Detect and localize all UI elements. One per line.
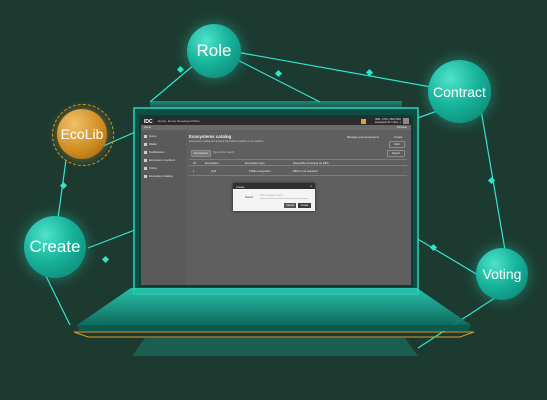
sidebar: Home Wallet Notifications Ecosystem memb… (141, 130, 186, 285)
app-topbar: IDC Home Demo Developer Online 0054...27… (141, 117, 411, 125)
ecolib-ring (52, 104, 114, 166)
role-node[interactable]: Role (187, 24, 241, 78)
breadcrumb-package[interactable]: Package (396, 126, 407, 129)
sidebar-item-catalog[interactable]: Ecosystem catalog (144, 174, 172, 178)
manage-ecosystems-link[interactable]: Manage your ecosystems (347, 135, 379, 139)
col-header-id: ID (193, 161, 196, 165)
sidebar-item-label: Home (149, 134, 157, 138)
role-label: Role (196, 41, 232, 60)
bell-icon (144, 150, 147, 154)
create-button[interactable]: Create (298, 203, 311, 208)
sidebar-item-voting[interactable]: Voting (144, 166, 157, 170)
laptop-base (77, 288, 471, 325)
sidebar-item-notifications[interactable]: Notifications (144, 150, 164, 154)
menu-item-developer[interactable]: Developer (177, 119, 191, 123)
sidebar-item-wallet[interactable]: Wallet (144, 142, 157, 146)
modal-title: Create (236, 184, 245, 189)
cell-type: Public ecosystem (249, 169, 271, 173)
account-line2: Ecosystem ID: 1 (Eco...) (375, 121, 401, 124)
avatar[interactable] (403, 118, 409, 124)
base-outline (73, 331, 475, 338)
sidebar-item-home[interactable]: Home (144, 134, 156, 138)
menu-item-demo[interactable]: Demo (168, 119, 177, 123)
page-subtitle: Ecosystems catalog with detailed informa… (189, 140, 264, 143)
create-modal: Create × Name* The ecosystem name Cancel… (233, 183, 315, 211)
sidebar-item-label: Wallet (149, 142, 157, 146)
notification-badge[interactable] (361, 118, 366, 124)
voting-node[interactable]: Voting (476, 248, 528, 300)
ecolib-label: EcoLib (60, 126, 104, 142)
app-logo: IDC (144, 119, 153, 125)
col-header-type: Ecosystem type (245, 161, 265, 165)
cell-id: 1 (193, 169, 195, 173)
create-link[interactable]: Create (394, 135, 403, 139)
contract-node[interactable]: Contract (428, 60, 491, 123)
users-icon (144, 158, 147, 162)
create-node[interactable]: Create (24, 216, 86, 278)
menu-item-home[interactable]: Home (158, 119, 167, 123)
search-input[interactable]: Type text for search... (213, 151, 236, 154)
account-line1: 0054...2748...4821 5921 (375, 118, 401, 121)
sidebar-item-label: Notifications (149, 150, 165, 154)
breadcrumb-home[interactable]: Home (144, 126, 151, 129)
main-content: Ecosystems catalog Ecosystems catalog wi… (189, 130, 409, 285)
connector-dots (59, 65, 496, 264)
sidebar-item-label: Ecosystem catalog (149, 174, 173, 178)
close-icon[interactable]: × (310, 184, 312, 188)
modal-header: Create × (233, 183, 315, 189)
name-label: Name* (245, 195, 254, 199)
filter-button[interactable]: Filter (389, 141, 405, 148)
sidebar-item-members[interactable]: Ecosystem members (144, 158, 175, 162)
create-label: Create (29, 237, 81, 256)
cell-ecosystem: Ivy0 (211, 169, 217, 173)
sidebar-item-label: Voting (149, 166, 157, 170)
cell-ebc: EBC is not required (293, 169, 318, 173)
breadcrumb: Home Package (141, 125, 411, 130)
contract-label: Contract (433, 83, 486, 100)
sidebar-item-label: Ecosystem members (149, 158, 176, 162)
home-icon (144, 134, 147, 138)
name-input[interactable]: The ecosystem name (260, 194, 308, 199)
base-shadow (132, 338, 418, 356)
menu-item-online[interactable]: Online (191, 119, 200, 123)
ecolib-node[interactable]: EcoLib (57, 109, 107, 159)
globe-icon (144, 174, 147, 178)
page-title: Ecosystems catalog (189, 134, 232, 139)
col-header-name: Name/title of issuing an EBC (293, 161, 329, 165)
account-info[interactable]: 0054...2748...4821 5921 Ecosystem ID: 1 … (375, 118, 401, 124)
voting-label: Voting (482, 266, 522, 282)
tab-ecosystems[interactable]: Ecosystems (191, 150, 211, 157)
cancel-button[interactable]: Cancel (284, 203, 296, 208)
vote-icon (144, 166, 147, 170)
base-edge (77, 325, 471, 331)
search-button[interactable]: Search (387, 150, 405, 157)
col-header-ecosystem: Ecosystem (205, 161, 219, 165)
wallet-icon (144, 142, 147, 146)
